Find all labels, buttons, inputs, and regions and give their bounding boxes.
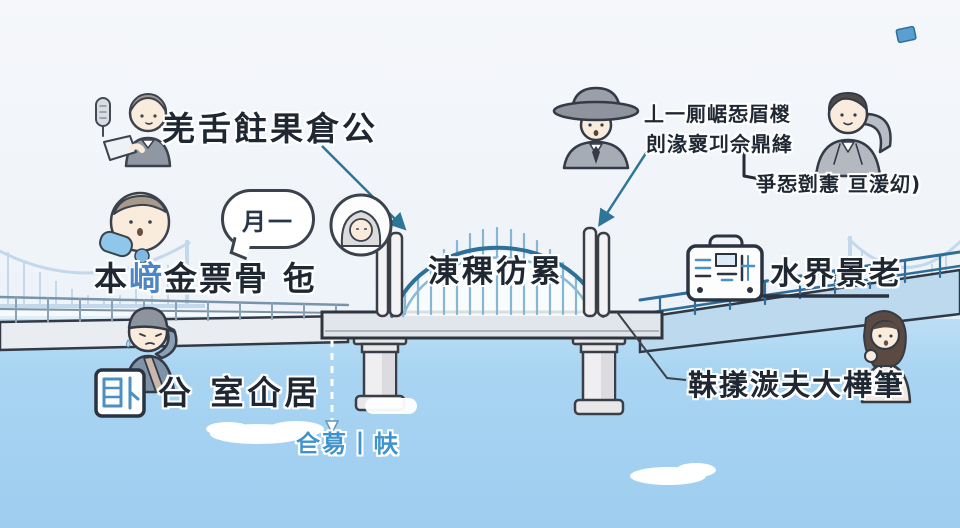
radio-icon <box>686 234 764 302</box>
reporter-note: 羌舌飳果倉公 <box>162 109 378 148</box>
businessman-avatar <box>814 92 892 178</box>
locals-note-blue-char: 﨑 <box>129 259 164 298</box>
speech-bubble-text: 月一 <box>242 207 294 236</box>
bridge-pier-right <box>571 332 627 416</box>
dashed-drop-line <box>324 340 340 435</box>
elbow-connector <box>742 148 767 182</box>
radio-note: 水界景老 <box>770 256 902 292</box>
main-deck <box>320 310 664 340</box>
detective-avatar <box>552 86 640 170</box>
capped-man-figure <box>122 306 178 394</box>
child-avatar <box>99 191 171 264</box>
pylons <box>375 226 611 318</box>
locals-note-part1: 本 <box>94 259 129 298</box>
pillar-note: 靺㨾湠夫大樺筆 <box>688 368 906 402</box>
observer-note-line2: 剆湪褱㓚佘鼎綘 <box>646 132 793 156</box>
map-note: 㕣 室仚居 <box>158 373 322 412</box>
observer-note-line1: 丄一厠崌㤅㞒椶 <box>644 102 791 126</box>
locals-note-part2: 金票骨 㐌 <box>164 259 318 298</box>
locals-note: 本﨑金票骨 㐌 <box>94 252 318 300</box>
corner-blue-shape <box>895 25 917 44</box>
water-clouds <box>206 398 716 485</box>
water-note: 仺䓪丨㠸 <box>296 430 400 458</box>
pillar-note-connector <box>616 311 687 381</box>
microphone-icon <box>95 97 111 137</box>
reporter-avatar <box>95 93 172 168</box>
map-icon <box>94 368 146 418</box>
speech-bubble: 月一 <box>221 189 315 261</box>
woman-figure <box>860 310 912 404</box>
background-bridge-left <box>0 240 205 308</box>
arrow-observer-to-bridge <box>598 149 650 227</box>
bridge-name: 涷稞彷累 <box>428 254 564 290</box>
hooded-person-avatar <box>329 193 393 257</box>
assistant-note: 爭㤅㔁㥣 亘湲㓜) <box>756 172 922 196</box>
